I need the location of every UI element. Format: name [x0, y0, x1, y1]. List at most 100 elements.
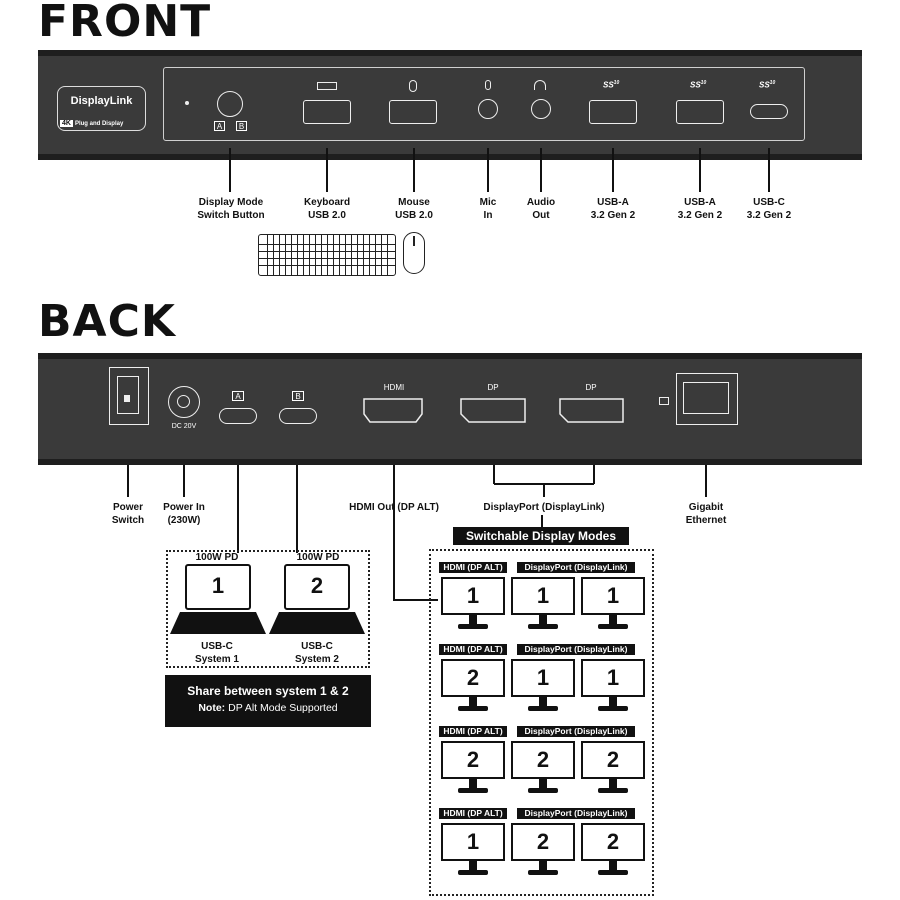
display-mode-switch-button[interactable] [217, 91, 243, 117]
label-hdmi-out: HDMI Out (DP ALT) [349, 502, 439, 513]
monitor-screen: 1 [581, 577, 645, 615]
superspeed-icon-1: SS10 [603, 80, 620, 90]
monitor: 1 [511, 659, 575, 719]
monitor-base [598, 788, 628, 793]
headphone-icon [534, 80, 546, 90]
usbc-port[interactable] [750, 104, 788, 119]
keyboard-icon [317, 82, 337, 90]
mouse-icon [409, 80, 417, 92]
mouse-usb-port[interactable] [389, 100, 437, 124]
usbc-b-port[interactable] [279, 408, 317, 424]
monitor-neck [609, 779, 617, 788]
laptop-system-2: 2 [284, 564, 350, 610]
mic-jack[interactable] [478, 99, 498, 119]
monitor-neck [609, 615, 617, 624]
monitor-base [458, 624, 488, 629]
system2-pd: 100W PD [296, 552, 340, 563]
modes-box [429, 549, 654, 896]
monitor-neck [469, 861, 477, 870]
monitor-base [598, 706, 628, 711]
monitor-neck [609, 697, 617, 706]
monitor-screen: 1 [441, 577, 505, 615]
mouse-illustration [403, 232, 425, 274]
front-heading: FRONT [38, 0, 212, 47]
monitor-base [458, 870, 488, 875]
mode-hdmi-label: HDMI (DP ALT) [439, 644, 507, 655]
monitor-screen: 1 [581, 659, 645, 697]
usbc-a-port[interactable] [219, 408, 257, 424]
displaylink-tagline: Plug and Display [74, 120, 124, 127]
monitor: 1 [511, 577, 575, 637]
keyboard-illustration [258, 234, 396, 276]
power-switch[interactable] [109, 367, 149, 425]
monitor-base [458, 706, 488, 711]
laptop-number: 2 [310, 573, 324, 598]
monitor-base [528, 788, 558, 793]
monitor-screen: 2 [441, 659, 505, 697]
dp2-label: DP [585, 383, 597, 392]
monitor-neck [469, 779, 477, 788]
share-title: Share between system 1 & 2 [187, 684, 349, 698]
monitor: 1 [441, 823, 505, 883]
status-led [185, 101, 189, 105]
monitor: 2 [581, 741, 645, 801]
dp1-label: DP [487, 383, 499, 392]
network-icon [659, 397, 669, 405]
mic-icon [485, 80, 491, 90]
front-panel [38, 50, 862, 160]
monitor: 2 [511, 741, 575, 801]
usbc-b-letter: B [292, 391, 304, 401]
system1-pd: 100W PD [195, 552, 239, 563]
dc-power-jack[interactable] [168, 386, 200, 418]
monitor-screen: 2 [581, 741, 645, 779]
modes-title: Switchable Display Modes [453, 527, 629, 545]
monitor: 1 [441, 577, 505, 637]
monitor-screen: 2 [441, 741, 505, 779]
keyboard-usb-port[interactable] [303, 100, 351, 124]
mode-hdmi-label: HDMI (DP ALT) [439, 808, 507, 819]
mode-dp-label: DisplayPort (DisplayLink) [517, 562, 635, 573]
dc-label: DC 20V [171, 423, 197, 430]
monitor: 1 [581, 659, 645, 719]
monitor-base [528, 706, 558, 711]
systems-box [166, 550, 370, 668]
displaylink-logo: DisplayLink 4K Plug and Display [57, 86, 146, 131]
monitor-neck [539, 615, 547, 624]
back-panel [38, 353, 862, 465]
usba-port-1[interactable] [589, 100, 637, 124]
laptop-number: 1 [211, 573, 225, 598]
monitor-screen: 2 [511, 823, 575, 861]
monitor: 2 [581, 823, 645, 883]
monitor-base [528, 870, 558, 875]
monitor-neck [469, 697, 477, 706]
monitor-screen: 2 [511, 741, 575, 779]
front-port-bay [163, 67, 805, 141]
mode-dp-label: DisplayPort (DisplayLink) [517, 644, 635, 655]
monitor: 2 [441, 741, 505, 801]
monitor-screen: 1 [441, 823, 505, 861]
monitor-base [598, 870, 628, 875]
monitor: 2 [441, 659, 505, 719]
hdmi-label: HDMI [383, 383, 405, 392]
label-displayport: DisplayPort (DisplayLink) [483, 502, 605, 513]
audio-jack[interactable] [531, 99, 551, 119]
monitor-neck [609, 861, 617, 870]
note-text: DP Alt Mode Supported [228, 702, 338, 714]
monitor: 2 [511, 823, 575, 883]
usbc-a-letter: A [232, 391, 244, 401]
monitor-neck [539, 779, 547, 788]
monitor-base [458, 788, 488, 793]
usba-port-2[interactable] [676, 100, 724, 124]
monitor-neck [539, 861, 547, 870]
monitor-neck [539, 697, 547, 706]
ethernet-port[interactable] [676, 373, 738, 425]
note-label: Note: [198, 702, 226, 714]
